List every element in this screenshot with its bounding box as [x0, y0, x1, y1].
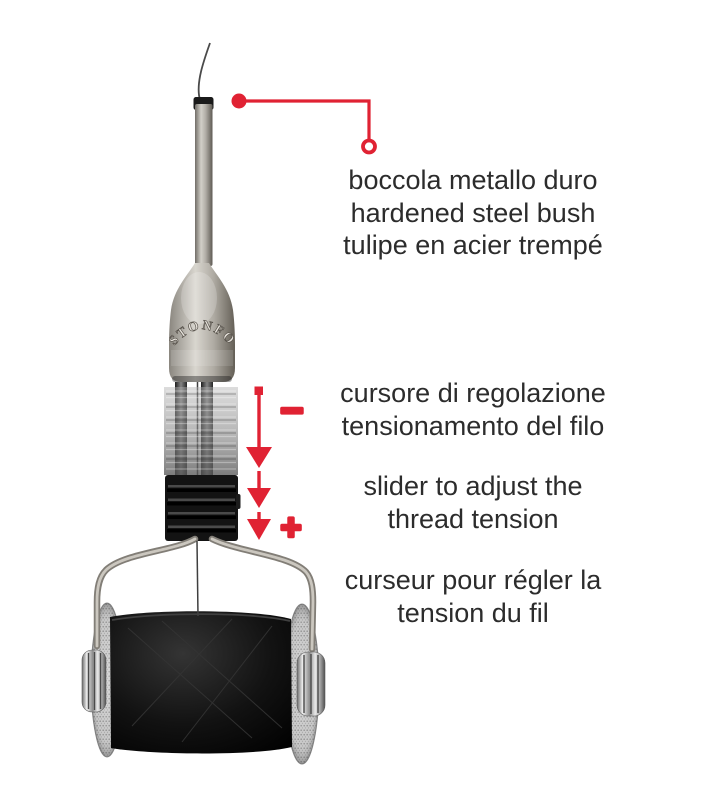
callout-dot-icon: [231, 93, 247, 109]
caption-line: hardened steel bush: [350, 197, 596, 228]
arrow-start-square: [254, 386, 263, 395]
caption-line: tulipe en acier trempé: [343, 230, 603, 260]
arrow-head-icon: [247, 488, 271, 508]
caption-line: slider to adjust the: [363, 471, 583, 501]
caption-slider-english: slider to adjust the thread tension: [283, 470, 663, 535]
callout-line: [246, 99, 371, 139]
wire-arm-right: [208, 535, 317, 653]
caption-line: thread tension: [387, 503, 559, 534]
caption-line: curseur pour régler la: [344, 565, 602, 595]
thread-lower: [196, 540, 199, 617]
thread-top: [197, 42, 211, 99]
slider-ghost: [164, 387, 238, 475]
caption-slider-french: curseur pour régler la tension du fil: [283, 564, 663, 629]
spool-cap-left: [81, 649, 107, 713]
caption-slider-italian: cursore di regolazione tensionamento del…: [283, 377, 663, 442]
spool-thread-lines: [127, 618, 283, 743]
caption-line: tensionamento del filo: [341, 410, 605, 441]
caption-line: boccola metallo duro: [348, 165, 598, 195]
spool-core: [110, 611, 292, 754]
callout-ring-icon: [361, 138, 377, 155]
caption-line: cursore di regolazione: [340, 378, 606, 408]
plus-icon: +: [280, 507, 301, 548]
bush-callout: [231, 93, 377, 155]
arrow-head-icon: [246, 447, 272, 468]
bobbin-tube: [195, 104, 213, 266]
tension-slider: [165, 475, 241, 541]
bobbin-body: STONFO: [165, 263, 238, 382]
wire-arm-left: [93, 535, 199, 650]
spool-cap-right: [296, 651, 326, 717]
minus-icon: −: [280, 389, 303, 433]
caption-bush: boccola metallo duro hardened steel bush…: [283, 164, 663, 262]
arrow-head-icon: [247, 519, 271, 540]
caption-line: tension du fil: [397, 597, 549, 628]
tension-arrows: [246, 386, 272, 540]
